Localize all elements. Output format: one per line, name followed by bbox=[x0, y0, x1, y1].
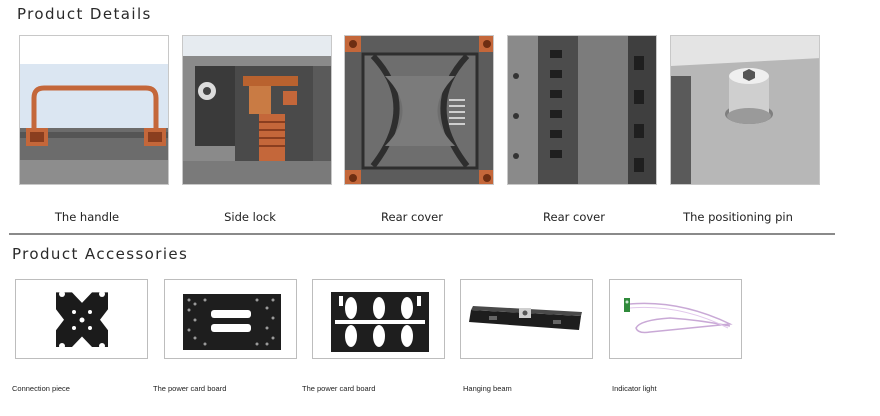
caption-power-card-board-2: The power card board bbox=[302, 384, 376, 393]
indicator-light-photo bbox=[609, 279, 742, 359]
side-lock-photo bbox=[182, 35, 332, 185]
caption-hanging-beam: Hanging beam bbox=[463, 384, 512, 393]
caption-side-lock: Side lock bbox=[224, 210, 276, 224]
caption-power-card-board: The power card board bbox=[153, 384, 227, 393]
rear-cover-side-photo bbox=[507, 35, 657, 185]
rear-cover-photo bbox=[344, 35, 494, 185]
caption-positioning-pin: The positioning pin bbox=[683, 210, 793, 224]
caption-indicator-light: Indicator light bbox=[612, 384, 657, 393]
connection-piece-photo bbox=[15, 279, 148, 359]
positioning-pin-photo bbox=[670, 35, 820, 185]
power-card-board-photo bbox=[164, 279, 297, 359]
caption-rear-cover-side: Rear cover bbox=[543, 210, 605, 224]
caption-rear-cover: Rear cover bbox=[381, 210, 443, 224]
power-card-board-2-photo bbox=[312, 279, 445, 359]
hanging-beam-photo bbox=[460, 279, 593, 359]
section-divider bbox=[9, 233, 835, 235]
section-title-product-accessories: Product Accessories bbox=[12, 245, 189, 263]
section-title-product-details: Product Details bbox=[17, 5, 152, 23]
handle-photo bbox=[19, 35, 169, 185]
caption-handle: The handle bbox=[54, 210, 120, 224]
caption-connection-piece: Connection piece bbox=[12, 384, 70, 393]
